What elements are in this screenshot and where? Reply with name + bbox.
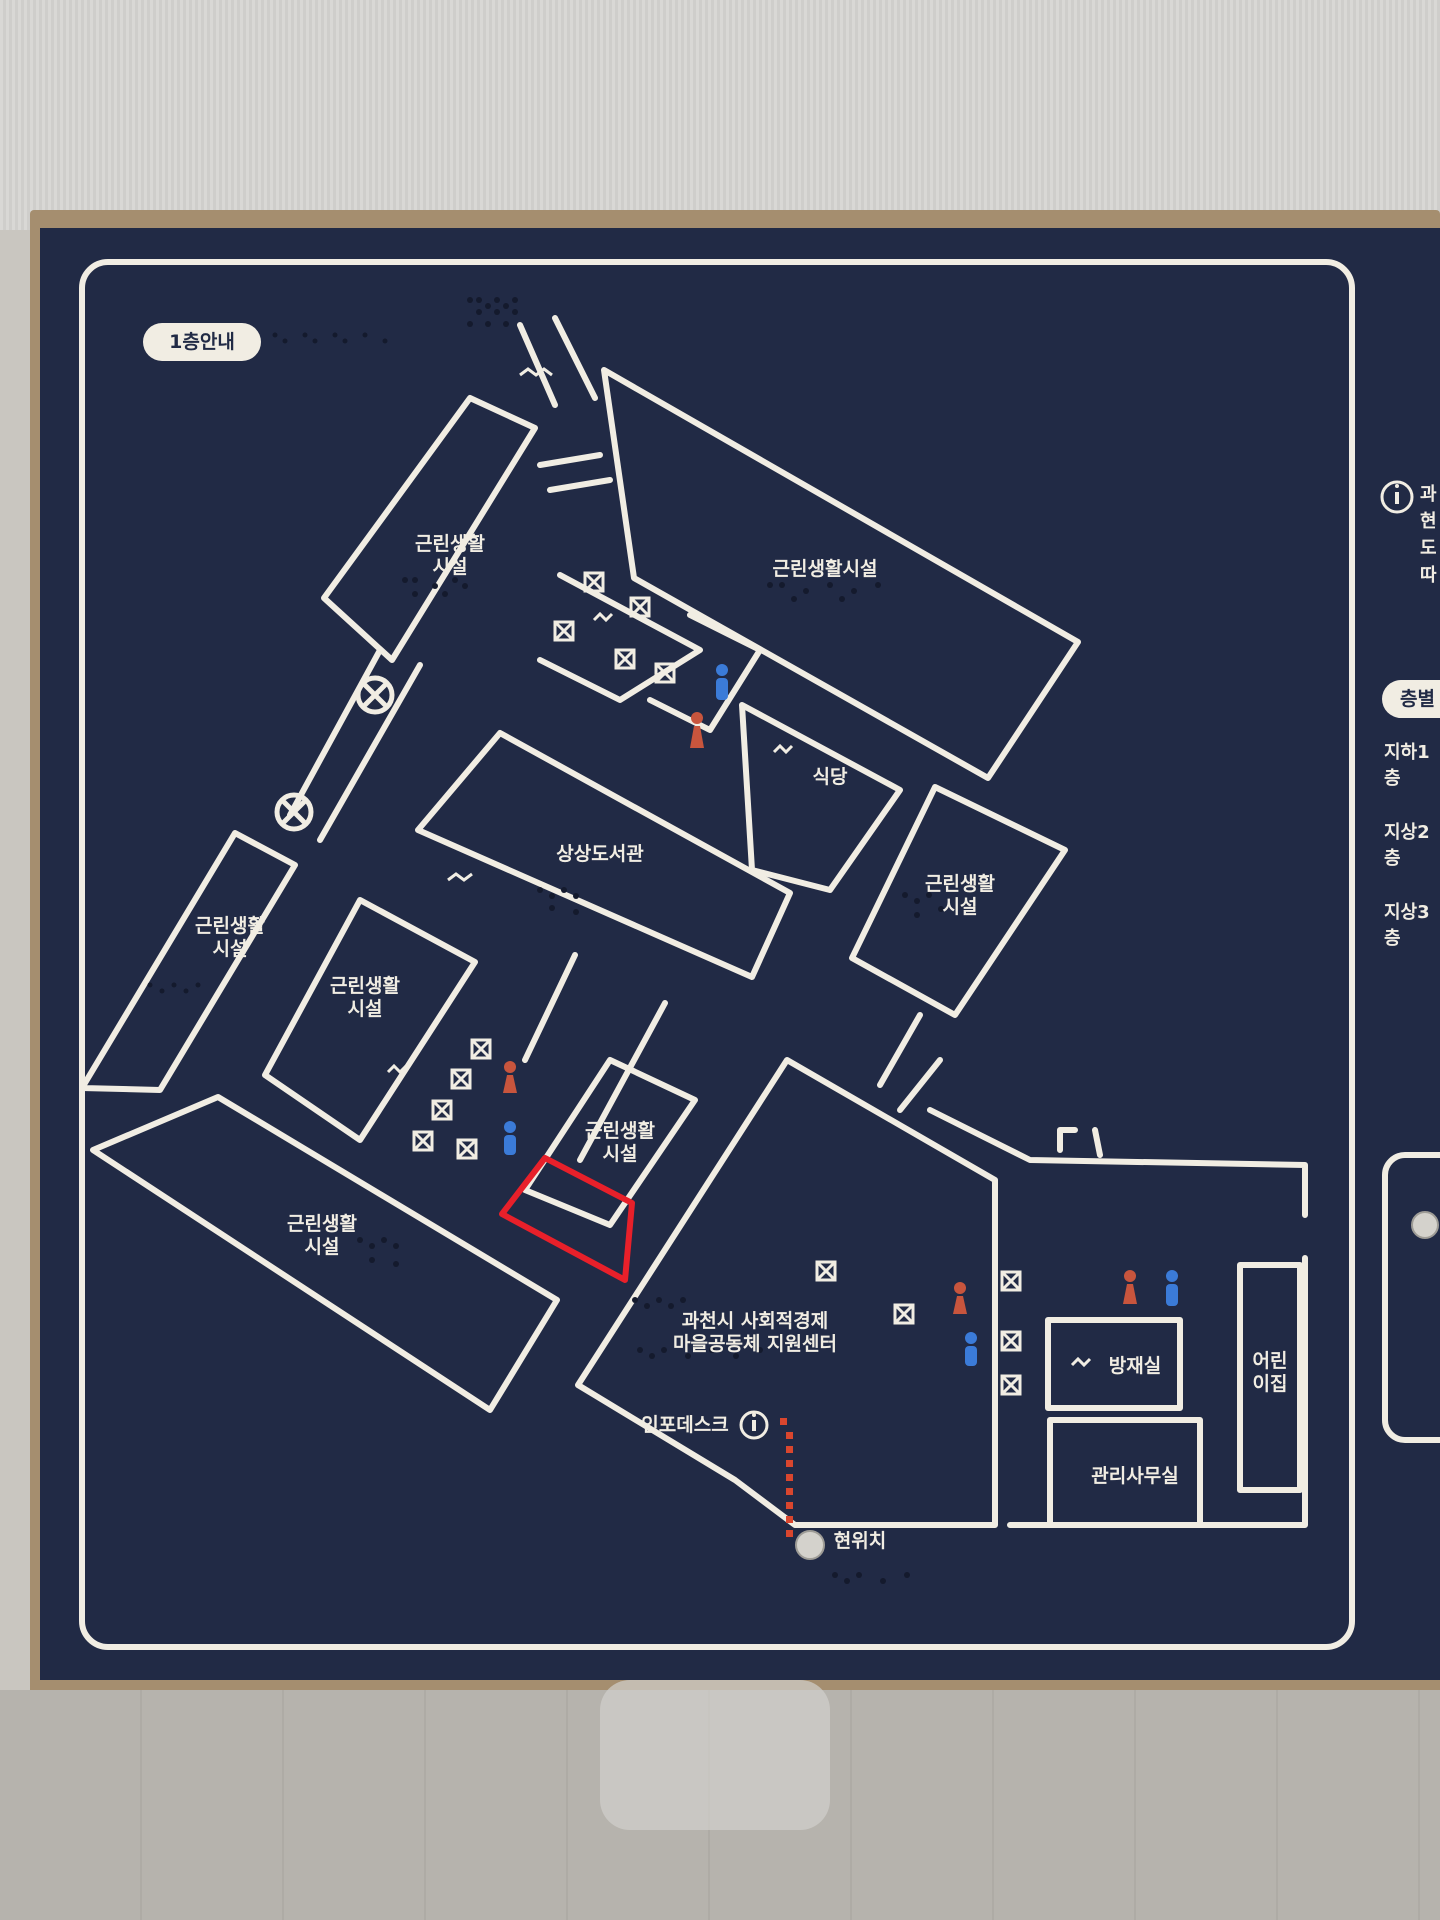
corridor-north xyxy=(552,315,598,401)
red-highlight-box xyxy=(499,1155,635,1283)
library-outline xyxy=(415,730,793,980)
entrance-icon xyxy=(355,675,395,715)
wall-background xyxy=(0,0,1440,230)
you-are-here-marker xyxy=(795,1530,825,1560)
elevator-icon xyxy=(412,571,1022,1396)
east-wing-top xyxy=(927,1107,1308,1218)
east-shop-outline xyxy=(849,784,1068,1018)
stairs-icon xyxy=(386,1063,408,1075)
room-label-mid-shop: 근린생활 시설 xyxy=(330,975,400,1020)
braille-pattern xyxy=(147,297,944,1584)
side-info-line: 도 xyxy=(1420,538,1437,559)
stand-reflection xyxy=(600,1680,830,1830)
side-info-line: 현 xyxy=(1420,511,1437,532)
west-shop-outline xyxy=(79,830,298,1093)
floors-badge: 층별 xyxy=(1382,680,1440,718)
daycare-outline xyxy=(1237,1262,1303,1493)
small-shop-outline xyxy=(522,1057,698,1228)
you-are-here-label: 현위치 xyxy=(833,1530,887,1552)
room-label-disaster-room: 방재실 xyxy=(1108,1355,1162,1377)
route-path xyxy=(780,1418,793,1537)
restroom-male-icon xyxy=(504,664,1178,1366)
stairs-icon xyxy=(1070,1356,1092,1368)
stairs-icon xyxy=(592,611,614,623)
room-label-library: 상상도서관 xyxy=(556,843,644,865)
legend-box xyxy=(1382,1152,1440,1443)
side-info-line: 과 xyxy=(1420,484,1437,505)
floor-entry-3f: 지상3층 xyxy=(1384,902,1430,949)
info-desk-label: 인포데스크 xyxy=(641,1414,729,1436)
disaster-room-outline xyxy=(1045,1317,1183,1411)
floor-entry-b1: 지하1층 xyxy=(1384,742,1430,789)
east-wing-bottom xyxy=(1007,1255,1308,1528)
room-label-nw-shop: 근린생활 시설 xyxy=(415,533,485,578)
restaurant-outline xyxy=(739,702,903,893)
room-label-south-shop: 근린생활 시설 xyxy=(287,1213,357,1258)
escalator-icon xyxy=(519,367,553,377)
room-label-small-shop: 근린생활 시설 xyxy=(585,1120,655,1165)
room-label-social-center: 과천시 사회적경제 마을공동체 지원센터 xyxy=(673,1310,837,1355)
nw-shop-outline xyxy=(321,395,538,663)
stairs-icon xyxy=(772,743,794,755)
south-shop-outline xyxy=(90,1094,560,1413)
room-label-ne-shop: 근린생활시설 xyxy=(772,558,878,580)
escalator-icon xyxy=(447,872,473,882)
room-label-restaurant: 식당 xyxy=(812,766,848,788)
room-label-west-shop: 근린생활 시설 xyxy=(195,915,265,960)
side-info-line: 따 xyxy=(1420,565,1437,586)
restroom-female-icon xyxy=(503,712,1137,1314)
floor-entry-2f: 지상2층 xyxy=(1384,822,1430,869)
side-marker xyxy=(1411,1211,1439,1239)
map-border xyxy=(79,259,1355,1650)
room-label-east-shop: 근린생활 시설 xyxy=(925,873,995,918)
room-label-daycare: 어린 이집 xyxy=(1252,1350,1288,1395)
info-icon xyxy=(739,480,1414,1440)
entrance-icon xyxy=(274,792,314,832)
floor-title-badge: 1층안내 xyxy=(143,323,261,361)
floor-map-board xyxy=(40,228,1440,1680)
ne-shop-outline xyxy=(601,367,1081,781)
room-label-management: 관리사무실 xyxy=(1091,1465,1179,1487)
mid-shop-outline xyxy=(262,897,478,1143)
center-block-outline xyxy=(575,1057,998,1528)
